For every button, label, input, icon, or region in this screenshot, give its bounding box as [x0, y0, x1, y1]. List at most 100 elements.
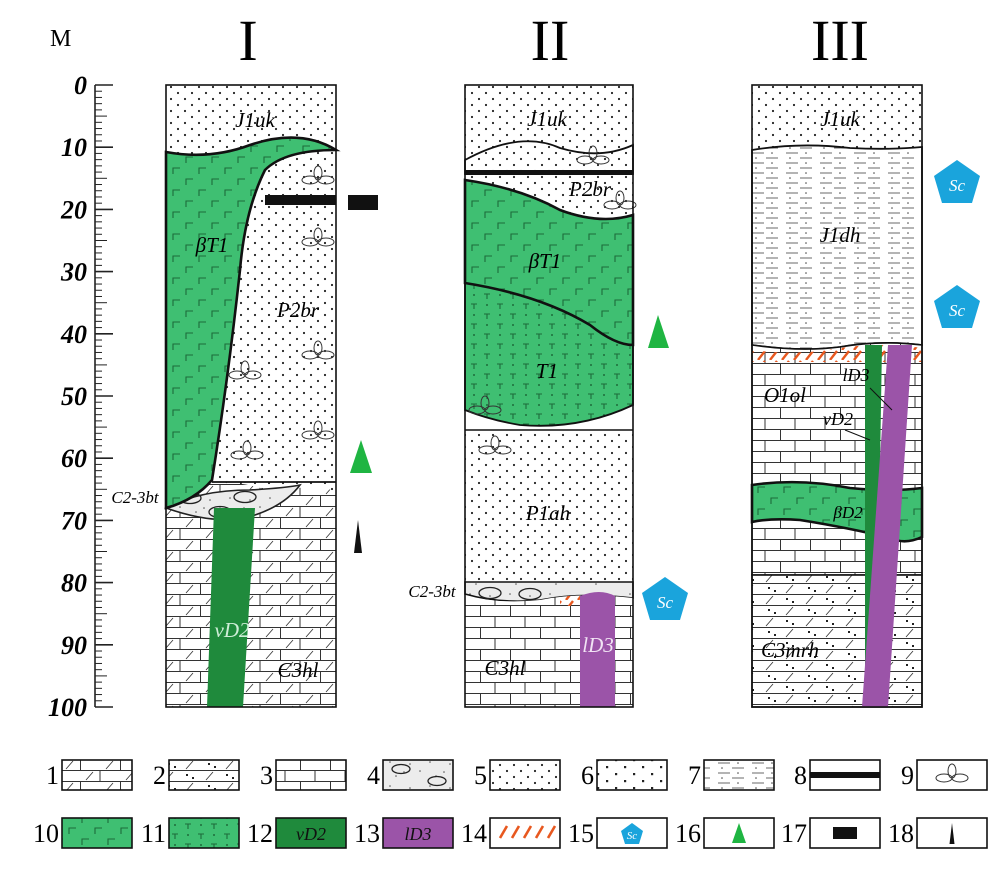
legend-number: 17 [781, 819, 807, 848]
column-title-I: I [238, 8, 257, 73]
label-III-vd2: vD2 [823, 409, 853, 429]
legend-item-1: 1 [46, 759, 133, 791]
legend-swatch [275, 817, 347, 849]
label-III-j1uk: J1uk [820, 107, 860, 131]
legend-item-3: 3 [260, 759, 347, 791]
svg-text:Sc: Sc [657, 593, 674, 612]
scandium-marker-III-upper: Sc [934, 160, 980, 203]
tick-label: 10 [61, 133, 87, 162]
legend-item-5: 5 [474, 759, 561, 791]
legend-number: 9 [901, 761, 914, 790]
legend-swatch [596, 759, 668, 791]
legend-number: 10 [33, 819, 59, 848]
spike-marker-I [354, 520, 362, 553]
tick-label: 80 [61, 569, 87, 598]
legend-label: Sc [627, 830, 638, 842]
legend-number: 3 [260, 761, 273, 790]
lamprophyre-dike-III [862, 345, 912, 707]
legend-item-14: 14 [461, 817, 561, 849]
legend-number: 11 [141, 819, 166, 848]
legend-number: 7 [688, 761, 701, 790]
legend-number: 2 [153, 761, 166, 790]
legend-swatch [61, 759, 133, 791]
column-title-II: II [531, 8, 570, 73]
tick-label: 60 [61, 444, 87, 473]
tick-label: 50 [61, 382, 87, 411]
legend-number: 14 [461, 819, 487, 848]
label-II-bt1: βT1 [528, 249, 562, 273]
svg-text:Sc: Sc [949, 301, 966, 320]
legend-number: 16 [675, 819, 701, 848]
legend-number: 8 [794, 761, 807, 790]
tick-label: 100 [48, 693, 87, 722]
axis-unit-label: M [50, 26, 71, 52]
legend-swatch [489, 759, 561, 791]
label-II-p1ah: P1ah [525, 501, 570, 525]
column-I: I J1uk βT1 P2br C2-3bt vD2 Є3hl [111, 8, 378, 708]
tick-label: 70 [61, 506, 87, 535]
coal-bed-I [265, 195, 336, 205]
legend-item-11: 11 [141, 817, 240, 849]
legend-number: 5 [474, 761, 487, 790]
lamprophyre-dike-II [580, 592, 615, 707]
legend-swatch [382, 759, 454, 791]
label-II-c23bt: C2-3bt [408, 582, 457, 601]
legend-swatch [275, 759, 347, 791]
legend-swatch [61, 817, 133, 849]
green-triangle-marker-II [648, 315, 669, 348]
tick-label: 20 [60, 195, 87, 224]
svg-text:Sc: Sc [949, 176, 966, 195]
legend-number: 18 [888, 819, 914, 848]
label-III-o1ol: O1ol [764, 383, 806, 407]
legend-number: 4 [367, 761, 380, 790]
legend-item-17: 17 [781, 817, 881, 849]
legend-label: vD2 [296, 824, 326, 844]
legend-item-4: 4 [367, 759, 454, 791]
scandium-marker-II: Sc [642, 577, 688, 620]
legend-swatch [168, 759, 240, 791]
tick-label: 90 [61, 631, 87, 660]
legend-item-9: 9 [901, 759, 988, 791]
legend-swatch [703, 759, 775, 791]
legend-item-13: 13 lD3 [354, 817, 454, 849]
label-I-vd2: vD2 [215, 618, 250, 642]
legend-number: 13 [354, 819, 380, 848]
label-III-bd2: βD2 [832, 503, 863, 522]
label-I-j1uk: J1uk [235, 108, 275, 132]
legend-item-10: 10 [33, 817, 133, 849]
label-III-j1dh: J1dh [820, 223, 861, 247]
legend-item-18: 18 [888, 817, 988, 849]
coal-bed-II [465, 170, 633, 175]
legend-label: lD3 [405, 824, 432, 844]
green-triangle-marker-I [350, 440, 372, 473]
legend-swatch [382, 817, 454, 849]
label-II-ld3: lD3 [582, 633, 614, 657]
scandium-marker-III-lower: Sc [934, 285, 980, 328]
legend-item-6: 6 [581, 759, 668, 791]
legend-number: 12 [247, 819, 273, 848]
label-III-ld3: lD3 [843, 365, 870, 385]
column-title-III: III [811, 8, 869, 73]
label-II-j1uk: J1uk [527, 107, 567, 131]
legend-number: 6 [581, 761, 594, 790]
label-II-p2br: P2br [568, 177, 612, 201]
dolerite-dike-I [207, 508, 255, 707]
legend-swatch [916, 759, 988, 791]
label-I-e3hl: Є3hl [278, 658, 319, 682]
legend-item-2: 2 [153, 759, 240, 791]
legend-item-8: 8 [794, 759, 881, 791]
legend-item-16: 16 [675, 817, 775, 849]
label-II-e3hl: Є3hl [485, 656, 526, 680]
label-I-c23bt: C2-3bt [111, 488, 160, 507]
column-III: III J1uk J1dh O1ol lD3 vD2 βD2 Є3mrh Sc … [750, 8, 980, 708]
legend-number: 1 [46, 761, 59, 790]
black-bar-marker-I [348, 195, 378, 210]
tick-label: 40 [60, 320, 87, 349]
label-I-p2br: P2br [276, 298, 320, 322]
